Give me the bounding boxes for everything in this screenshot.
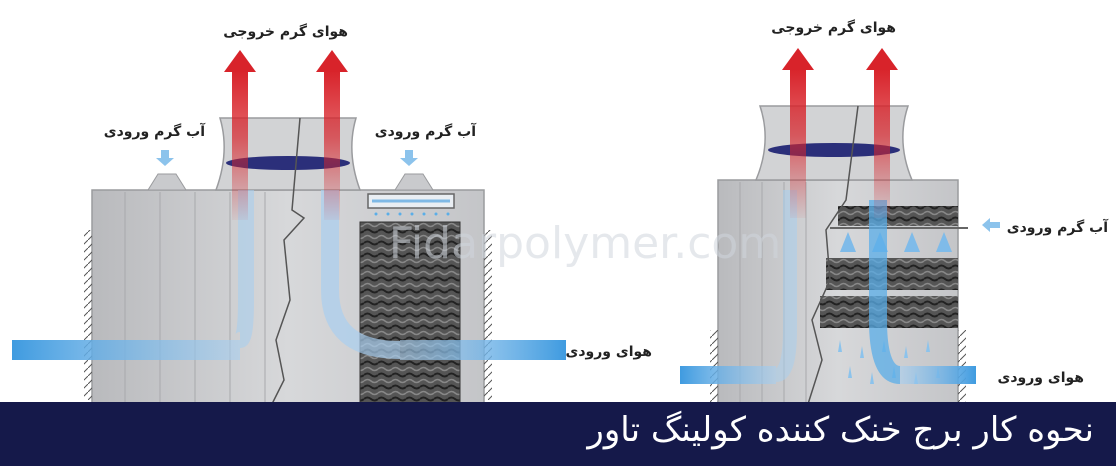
left-air-in-arrow-left	[12, 340, 240, 360]
left-hot-water-in-label-2: آب گرم ورودی	[375, 122, 477, 140]
left-tower	[12, 50, 566, 405]
right-hot-air-out-label: هوای گرم خروجی	[771, 19, 896, 36]
right-hot-water-in-label: آب گرم ورودی	[1007, 218, 1109, 236]
right-hot-air-arrows	[782, 48, 898, 218]
left-air-in-label: هوای ورودی	[566, 344, 652, 360]
right-air-in-arrow-right	[900, 366, 976, 384]
left-hot-air-out-label: هوای گرم خروجی	[223, 23, 348, 40]
left-hot-water-in-label-1: آب گرم ورودی	[104, 122, 206, 140]
right-air-in-arrow-left	[680, 366, 776, 384]
left-hot-air-arrows	[224, 50, 348, 220]
watermark: Fidarpolymer.com	[389, 218, 781, 269]
caption-bar: نحوه کار برج خنک کننده کولینگ تاور	[0, 402, 1116, 466]
right-tower	[680, 48, 1000, 405]
caption-title: نحوه کار برج خنک کننده کولینگ تاور	[587, 410, 1094, 450]
left-fan-icon	[226, 156, 350, 170]
right-air-in-label: هوای ورودی	[998, 370, 1084, 386]
left-air-in-arrow-right	[400, 340, 566, 360]
